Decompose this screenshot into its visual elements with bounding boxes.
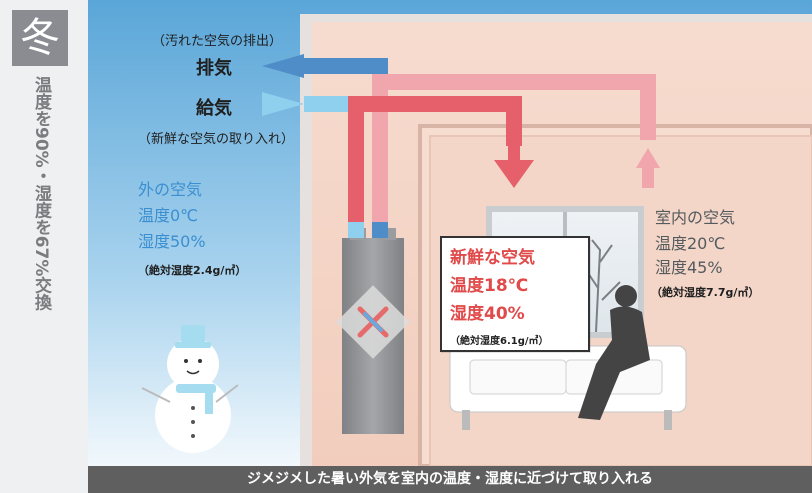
indoor-air-title: 室内の空気 — [655, 208, 736, 227]
exchange-rate-caption: 温度を90%・湿度を67%交換 — [31, 76, 51, 311]
outside-air-title: 外の空気 — [138, 180, 203, 199]
outside-air-temp: 温度0℃ — [138, 206, 199, 225]
fresh-air-humidity: 湿度40% — [450, 304, 525, 324]
outside-air-absolute: （絶対湿度2.4g/㎥） — [138, 264, 247, 277]
fresh-air-title: 新鮮な空気 — [450, 248, 535, 268]
exhaust-label: 排気 — [196, 58, 232, 79]
supply-note: （新鮮な空気の取り入れ） — [138, 132, 295, 147]
indoor-air-temp: 温度20℃ — [655, 234, 726, 253]
fresh-supply-duct — [348, 96, 534, 232]
ventilation-unit — [336, 228, 410, 434]
left-strip — [0, 0, 88, 493]
person-silhouette — [578, 285, 650, 420]
snowman-icon — [141, 325, 239, 453]
bottom-banner: ジメジメした暑い外気を室内の温度・湿度に近づけて取り入れる — [88, 466, 812, 493]
return-duct — [372, 74, 660, 232]
fresh-air-temp: 温度18℃ — [450, 276, 529, 296]
supply-label: 給気 — [196, 98, 232, 119]
indoor-air-absolute: （絶対湿度7.7g/㎥） — [651, 286, 760, 299]
outside-air-humidity: 湿度50% — [138, 232, 206, 251]
fresh-air-box: 新鮮な空気 温度18℃ 湿度40% （絶対湿度6.1g/㎥） — [440, 236, 590, 352]
fresh-air-absolute: （絶対湿度6.1g/㎥） — [450, 336, 549, 347]
exhaust-note: （汚れた空気の排出） — [152, 34, 283, 49]
season-badge: 冬 — [12, 10, 68, 66]
indoor-air-humidity: 湿度45% — [655, 258, 723, 277]
